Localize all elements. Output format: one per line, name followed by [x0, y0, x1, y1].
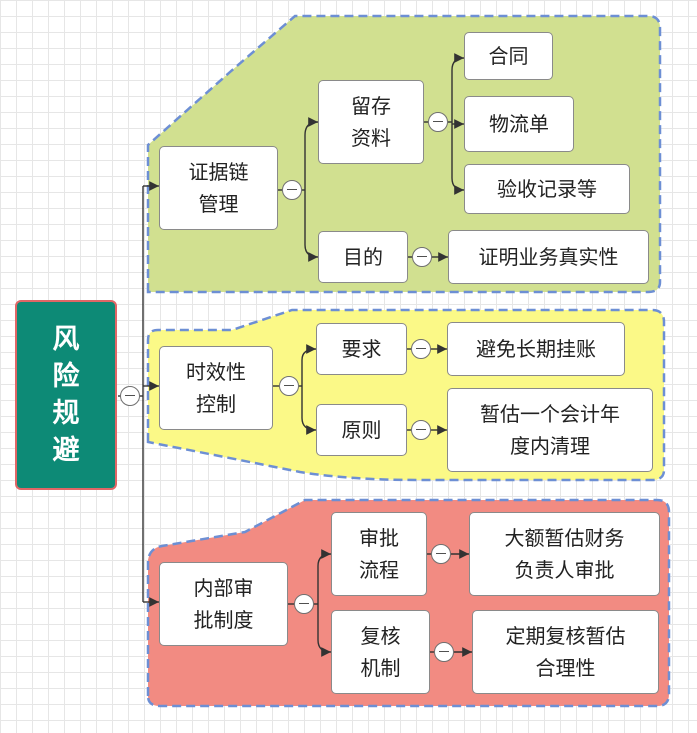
sub-label: 原则 — [341, 418, 382, 442]
leaf-label: 暂估一个会计年 度内清理 — [480, 402, 620, 458]
sub-node-retained-materials[interactable]: 留存 资料 — [318, 80, 424, 164]
sub-node-principle[interactable]: 原则 — [316, 404, 407, 456]
collapse-toggle-approval-process[interactable] — [431, 544, 451, 564]
sub-node-requirement[interactable]: 要求 — [316, 323, 407, 375]
collapse-toggle-root[interactable] — [120, 386, 140, 406]
connector-branch-approval — [288, 549, 472, 657]
leaf-label: 合同 — [488, 44, 529, 68]
leaf-node-clear-within-year[interactable]: 暂估一个会计年 度内清理 — [447, 388, 653, 472]
sub-node-purpose[interactable]: 目的 — [318, 231, 408, 283]
leaf-label: 避免长期挂账 — [476, 337, 596, 361]
sub-label: 复核 机制 — [360, 624, 401, 680]
leaf-node-acceptance-records[interactable]: 验收记录等 — [464, 164, 630, 214]
sub-label: 要求 — [341, 337, 382, 361]
root-node[interactable]: 风 险 规 避 — [15, 300, 117, 490]
leaf-node-contract[interactable]: 合同 — [464, 32, 553, 80]
branch-node-evidence[interactable]: 证据链 管理 — [159, 146, 278, 230]
leaf-node-logistics-order[interactable]: 物流单 — [464, 96, 574, 152]
leaf-label: 证明业务真实性 — [478, 245, 619, 269]
collapse-toggle-approval[interactable] — [294, 594, 314, 614]
leaf-node-cfo-approval[interactable]: 大额暂估财务 负责人审批 — [469, 512, 660, 596]
collapse-toggle-requirement[interactable] — [411, 339, 431, 359]
sub-label: 留存 资料 — [351, 94, 391, 150]
leaf-label: 大额暂估财务 负责人审批 — [504, 526, 625, 582]
connector-root — [118, 181, 159, 607]
collapse-toggle-principle[interactable] — [411, 420, 431, 440]
leaf-node-periodic-review[interactable]: 定期复核暂估 合理性 — [472, 610, 659, 694]
collapse-toggle-review-mechanism[interactable] — [434, 642, 454, 662]
sub-label: 目的 — [343, 245, 383, 269]
collapse-toggle-evidence[interactable] — [282, 180, 302, 200]
sub-label: 审批 流程 — [359, 526, 399, 582]
branch-label: 证据链 管理 — [188, 160, 249, 216]
collapse-toggle-timeliness[interactable] — [279, 376, 299, 396]
sub-node-review-mechanism[interactable]: 复核 机制 — [331, 610, 430, 694]
leaf-label: 物流单 — [489, 112, 549, 136]
leaf-node-prove-authenticity[interactable]: 证明业务真实性 — [448, 230, 649, 284]
leaf-label: 定期复核暂估 合理性 — [505, 624, 626, 680]
branch-node-approval[interactable]: 内部审 批制度 — [159, 562, 288, 646]
connector-branch-evidence — [278, 53, 465, 262]
branch-node-timeliness[interactable]: 时效性 控制 — [159, 346, 273, 430]
leaf-label: 验收记录等 — [497, 177, 597, 201]
sub-node-approval-process[interactable]: 审批 流程 — [331, 512, 427, 596]
leaf-node-avoid-long-term-pending[interactable]: 避免长期挂账 — [447, 322, 625, 376]
root-label: 风 险 规 避 — [52, 324, 80, 466]
connector-branch-timeliness — [273, 344, 447, 435]
collapse-toggle-purpose[interactable] — [412, 247, 432, 267]
branch-label: 内部审 批制度 — [193, 576, 254, 632]
branch-label: 时效性 控制 — [186, 360, 246, 416]
collapse-toggle-retained-materials[interactable] — [428, 112, 448, 132]
